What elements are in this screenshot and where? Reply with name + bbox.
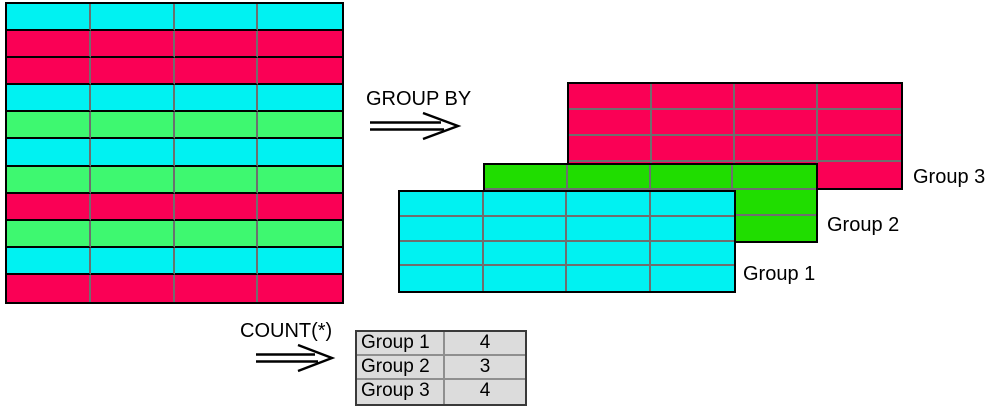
source-table xyxy=(5,2,344,304)
table-cell xyxy=(818,136,901,162)
table-cell xyxy=(485,165,568,191)
table-cell xyxy=(258,193,342,221)
result-count-cell: 3 xyxy=(445,356,525,380)
result-group-cell: Group 2 xyxy=(357,356,445,380)
table-cell xyxy=(7,193,91,221)
group1-label: Group 1 xyxy=(743,263,816,285)
table-cell xyxy=(258,4,342,32)
table-cell xyxy=(483,266,567,291)
table-cell xyxy=(650,216,734,242)
table-cell xyxy=(90,220,175,248)
table-cell xyxy=(90,139,175,167)
table-cell xyxy=(733,190,816,216)
table-cell xyxy=(174,31,259,59)
table-cell xyxy=(258,247,342,275)
table-cell xyxy=(567,216,651,242)
table-cell xyxy=(174,112,259,140)
table-cell xyxy=(7,31,91,59)
table-cell xyxy=(7,112,91,140)
table-cell xyxy=(7,139,91,167)
table-cell xyxy=(735,136,818,162)
table-cell xyxy=(174,220,259,248)
table-cell xyxy=(174,139,259,167)
table-cell xyxy=(174,247,259,275)
table-cell xyxy=(258,58,342,86)
result-count-cell: 4 xyxy=(445,380,525,404)
table-cell xyxy=(567,241,651,267)
table-cell xyxy=(258,166,342,194)
table-cell xyxy=(258,112,342,140)
table-cell xyxy=(650,241,734,267)
group2-label: Group 2 xyxy=(827,214,900,236)
table-cell xyxy=(733,165,816,191)
table-cell xyxy=(650,266,734,291)
table-cell xyxy=(7,247,91,275)
table-cell xyxy=(483,216,567,242)
table-cell xyxy=(7,220,91,248)
table-cell xyxy=(7,85,91,113)
double-right-arrow-icon xyxy=(370,111,462,141)
table-cell xyxy=(735,110,818,136)
table-cell xyxy=(90,247,175,275)
table-cell xyxy=(258,139,342,167)
table-cell xyxy=(567,266,651,291)
table-cell xyxy=(569,136,652,162)
count-label: COUNT(*) xyxy=(240,320,333,342)
table-cell xyxy=(174,4,259,32)
result-group-cell: Group 1 xyxy=(357,332,445,356)
table-cell xyxy=(7,58,91,86)
table-cell xyxy=(7,4,91,32)
table-cell xyxy=(7,274,91,302)
table-cell xyxy=(569,84,652,110)
table-cell xyxy=(90,4,175,32)
table-cell xyxy=(650,192,734,217)
table-cell xyxy=(258,274,342,302)
table-cell xyxy=(652,110,735,136)
table-cell xyxy=(90,31,175,59)
table-cell xyxy=(174,193,259,221)
group1-table xyxy=(398,190,736,293)
table-cell xyxy=(90,58,175,86)
table-cell xyxy=(174,274,259,302)
table-cell xyxy=(650,165,734,191)
table-cell xyxy=(258,220,342,248)
table-cell xyxy=(400,266,484,291)
table-cell xyxy=(652,136,735,162)
table-cell xyxy=(733,215,816,241)
table-cell xyxy=(818,162,901,188)
table-cell xyxy=(818,110,901,136)
table-cell xyxy=(652,84,735,110)
group-by-label: GROUP BY xyxy=(366,88,472,110)
table-cell xyxy=(735,84,818,110)
table-cell xyxy=(400,192,484,217)
table-cell xyxy=(569,110,652,136)
table-cell xyxy=(818,84,901,110)
result-group-cell: Group 3 xyxy=(357,380,445,404)
table-cell xyxy=(174,166,259,194)
table-cell xyxy=(258,31,342,59)
table-cell xyxy=(90,274,175,302)
table-cell xyxy=(90,112,175,140)
table-cell xyxy=(400,216,484,242)
table-cell xyxy=(90,85,175,113)
table-cell xyxy=(400,241,484,267)
table-cell xyxy=(483,192,567,217)
table-cell xyxy=(7,166,91,194)
table-cell xyxy=(483,241,567,267)
table-cell xyxy=(258,85,342,113)
group3-label: Group 3 xyxy=(913,166,986,188)
result-count-cell: 4 xyxy=(445,332,525,356)
table-cell xyxy=(567,165,651,191)
double-right-arrow-icon xyxy=(256,343,336,373)
group3-table xyxy=(567,82,903,190)
table-cell xyxy=(90,166,175,194)
table-cell xyxy=(174,85,259,113)
table-cell xyxy=(90,193,175,221)
table-cell xyxy=(174,58,259,86)
table-cell xyxy=(567,192,651,217)
